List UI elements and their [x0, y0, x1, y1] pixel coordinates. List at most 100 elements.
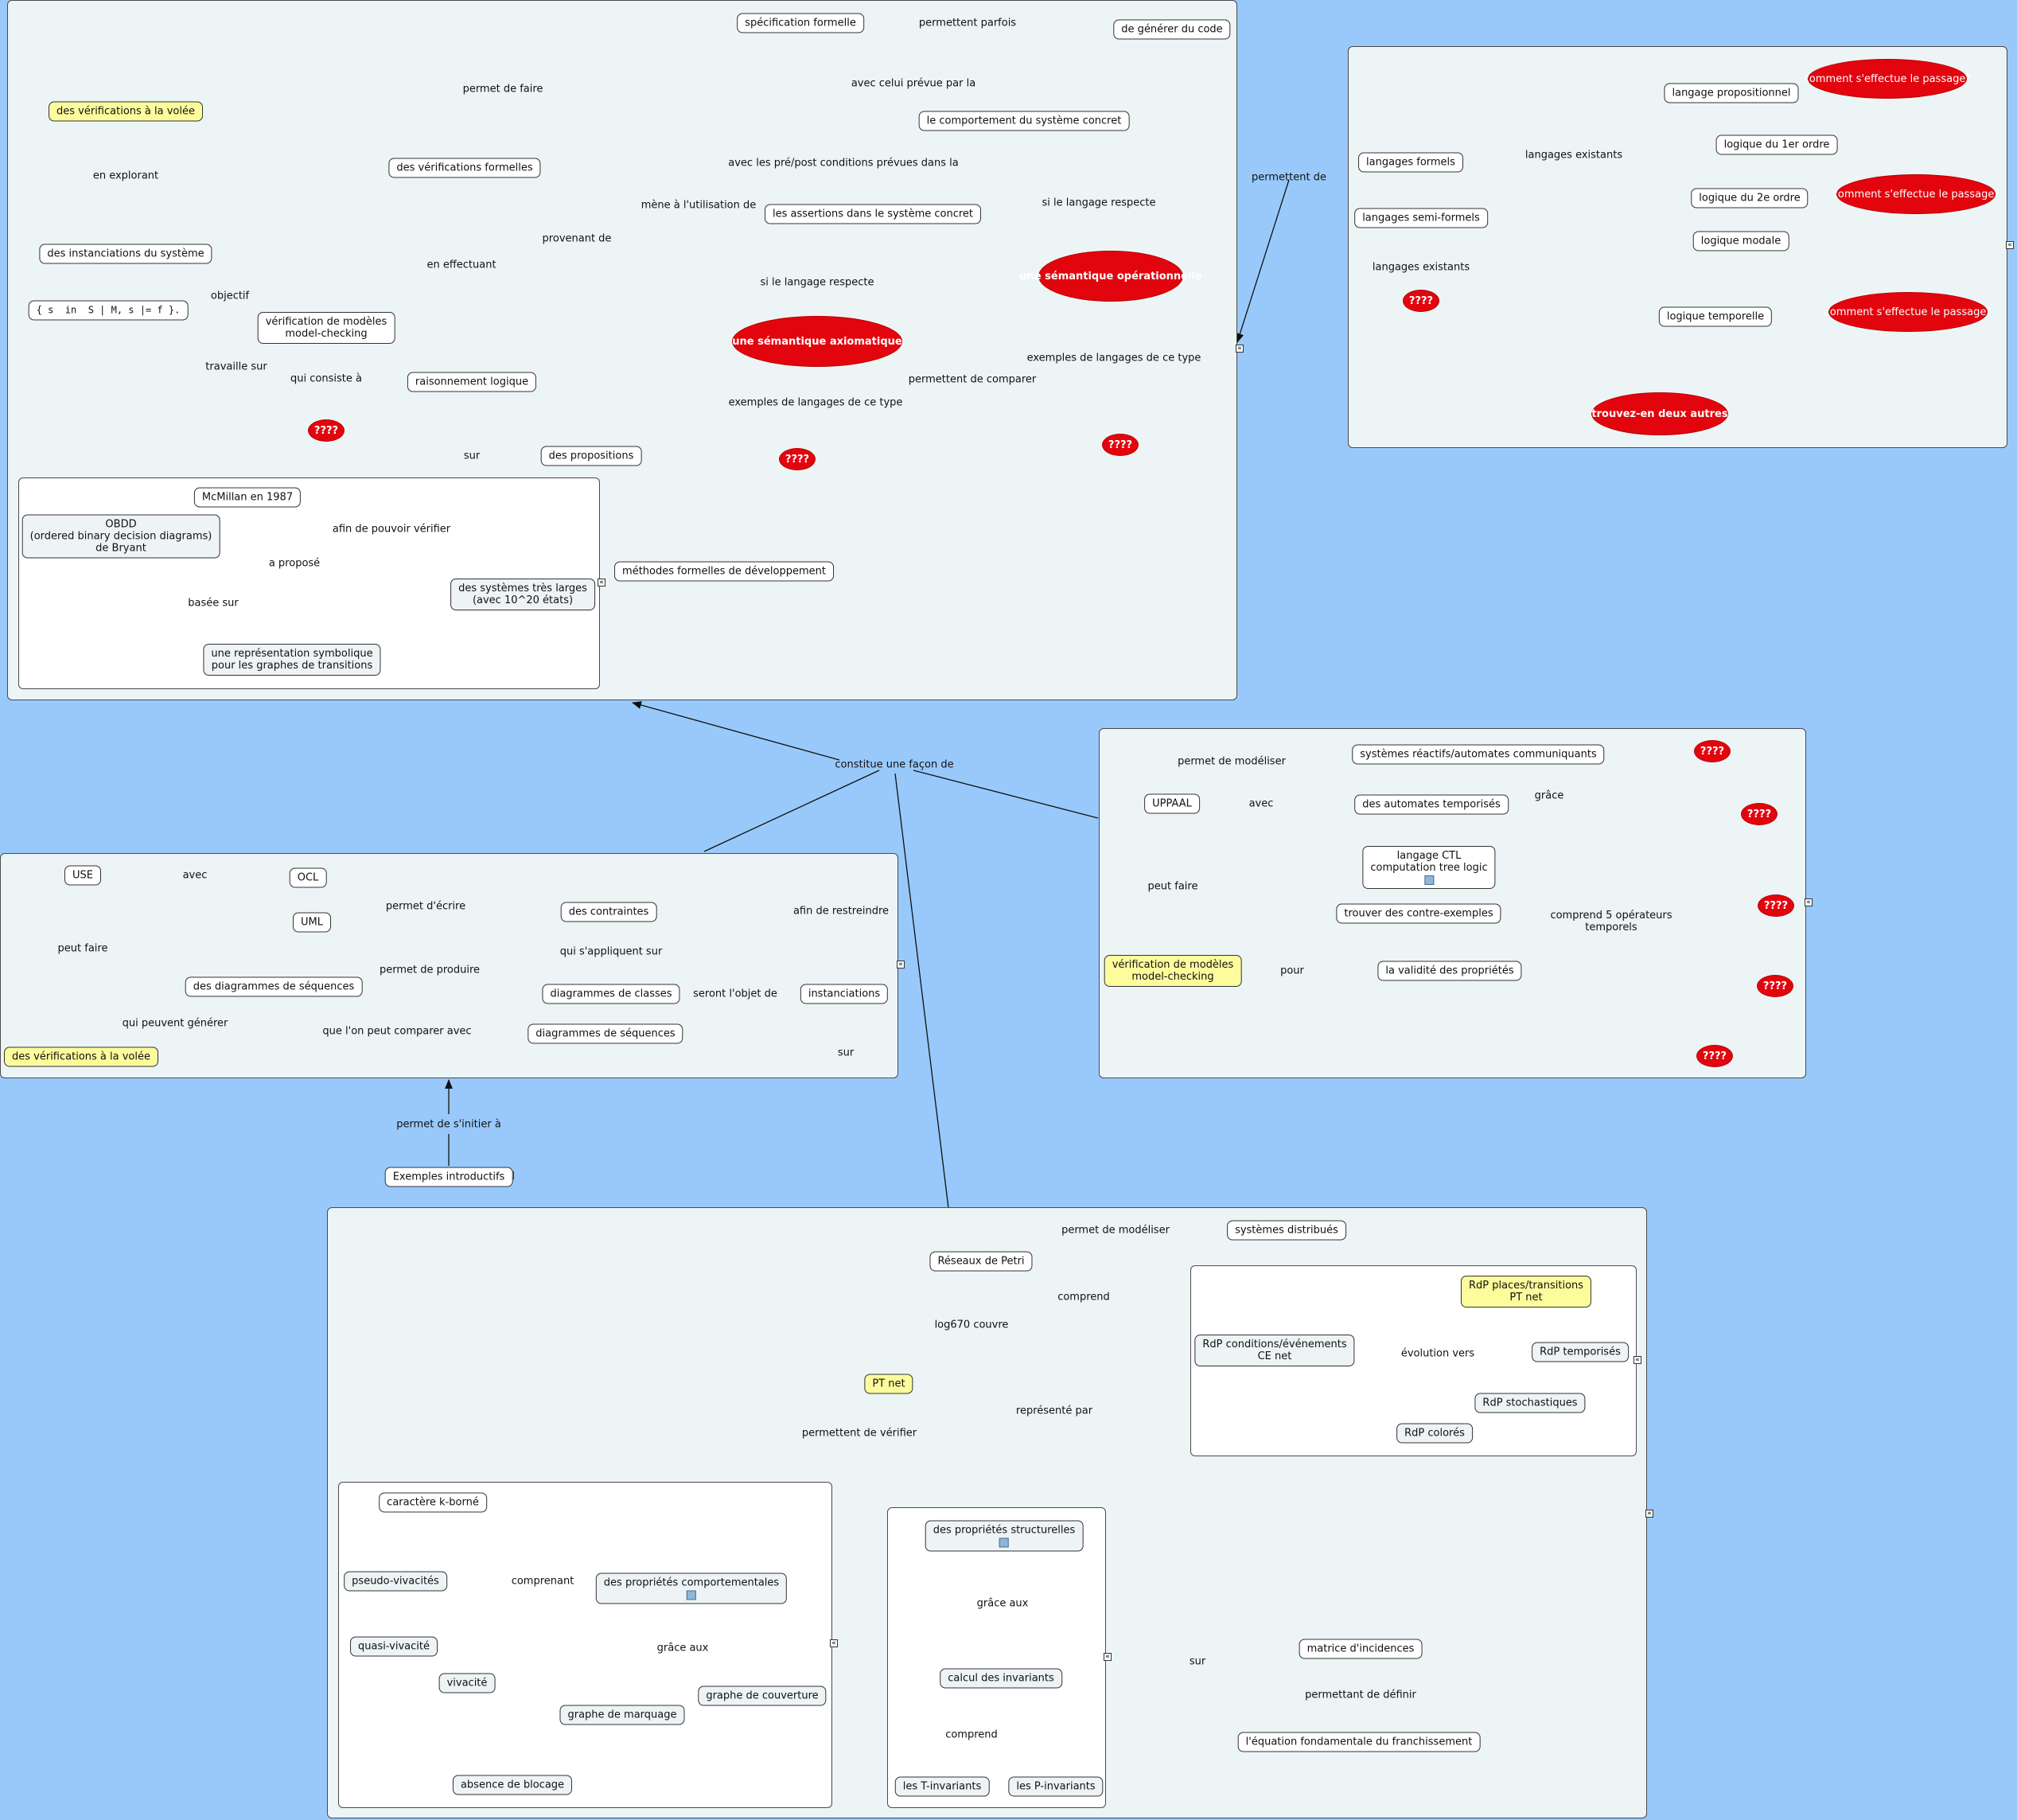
- node-verifications-formelles[interactable]: des vérifications formelles: [388, 158, 541, 178]
- node-question-op-2[interactable]: ????: [1741, 803, 1778, 825]
- node-question-op-1[interactable]: ????: [1694, 740, 1731, 762]
- node-systemes-reactifs[interactable]: systèmes réactifs/automates communiquant…: [1352, 744, 1605, 765]
- node-diagrammes-sequences-2[interactable]: diagrammes de séquences: [528, 1023, 683, 1044]
- collapse-toggle-uml[interactable]: [897, 961, 905, 968]
- node-absence-blocage[interactable]: absence de blocage: [452, 1775, 573, 1795]
- node-question-operationnelle[interactable]: ????: [1102, 434, 1139, 456]
- link-exemples-1: exemples de langages de ce type: [728, 396, 903, 409]
- node-logique-1er-ordre[interactable]: logique du 1er ordre: [1715, 134, 1838, 155]
- node-verification-modeles-uppaal[interactable]: vérification de modèles model-checking: [1104, 955, 1242, 987]
- node-validite-proprietes[interactable]: la validité des propriétés: [1377, 961, 1522, 981]
- node-calcul-invariants[interactable]: calcul des invariants: [940, 1668, 1062, 1689]
- node-methodes-formelles[interactable]: méthodes formelles de développement: [614, 561, 834, 582]
- link-permettent-de: permettent de: [1252, 171, 1326, 184]
- node-systemes-distribues[interactable]: systèmes distribués: [1227, 1220, 1346, 1241]
- node-comment-passage-3[interactable]: comment s'effectue le passage?: [1824, 292, 1992, 332]
- node-assertions[interactable]: les assertions dans le système concret: [764, 204, 982, 224]
- node-comportement[interactable]: le comportement du système concret: [918, 111, 1130, 131]
- node-comment-passage-2[interactable]: comment s'effectue le passage?: [1832, 174, 1999, 214]
- node-use[interactable]: USE: [64, 865, 101, 886]
- node-trouvez-deux-autres[interactable]: trouvez-en deux autres: [1591, 392, 1728, 435]
- node-instanciations[interactable]: instanciations: [800, 984, 889, 1004]
- node-logique-temporelle[interactable]: logique temporelle: [1658, 306, 1773, 327]
- node-raisonnement-logique[interactable]: raisonnement logique: [407, 372, 537, 392]
- node-reseaux-petri[interactable]: Réseaux de Petri: [929, 1251, 1033, 1272]
- node-diagrammes-sequences-1[interactable]: des diagrammes de séquences: [185, 976, 363, 997]
- panel-formal-languages: [1348, 46, 2007, 448]
- link-avec: avec: [182, 869, 208, 882]
- node-langage-ctl[interactable]: langage CTL computation tree logic: [1362, 846, 1496, 889]
- node-obdd[interactable]: OBDD (ordered binary decision diagrams) …: [21, 514, 220, 559]
- node-pt-net[interactable]: PT net: [864, 1374, 913, 1394]
- node-t-invariants[interactable]: les T-invariants: [894, 1776, 990, 1797]
- node-graphe-marquage[interactable]: graphe de marquage: [559, 1705, 685, 1725]
- node-langages-semi-formels[interactable]: langages semi-formels: [1354, 208, 1488, 228]
- calculator-icon[interactable]: [686, 1590, 696, 1600]
- node-k-borne[interactable]: caractère k-borné: [379, 1492, 487, 1513]
- node-question-op-4[interactable]: ????: [1757, 975, 1793, 997]
- node-logique-modale[interactable]: logique modale: [1692, 231, 1789, 251]
- collapse-toggle-petri-variants[interactable]: [1633, 1356, 1641, 1364]
- node-rdp-colores[interactable]: RdP colorés: [1396, 1423, 1473, 1444]
- node-pseudo-vivacites[interactable]: pseudo-vivacités: [344, 1571, 447, 1592]
- link-comprend: comprend: [1057, 1291, 1110, 1304]
- node-propositions[interactable]: des propositions: [540, 446, 642, 466]
- node-graphe-couverture[interactable]: graphe de couverture: [698, 1686, 827, 1706]
- node-instanciations-systeme[interactable]: des instanciations du système: [39, 244, 212, 264]
- node-equation-fondamentale[interactable]: l'équation fondamentale du franchissemen…: [1237, 1732, 1481, 1752]
- node-quasi-vivacite[interactable]: quasi-vivacité: [349, 1636, 438, 1657]
- node-uml[interactable]: UML: [293, 912, 331, 933]
- node-question-op-5[interactable]: ????: [1696, 1045, 1733, 1067]
- link-peut-faire: peut faire: [57, 942, 108, 955]
- node-contraintes[interactable]: des contraintes: [560, 902, 657, 922]
- node-vivacite[interactable]: vivacité: [438, 1673, 496, 1693]
- node-logique-2e-ordre[interactable]: logique du 2e ordre: [1691, 188, 1809, 209]
- node-proprietes-structurelles[interactable]: des propriétés structurelles: [925, 1520, 1084, 1552]
- node-verifications-volee-uml[interactable]: des vérifications à la volée: [4, 1046, 158, 1067]
- collapse-toggle-uppaal[interactable]: [1805, 898, 1813, 906]
- node-p-invariants[interactable]: les P-invariants: [1008, 1776, 1104, 1797]
- link-qui-generer: qui peuvent générer: [122, 1017, 228, 1030]
- node-mcmillan[interactable]: McMillan en 1987: [193, 487, 302, 508]
- node-rdp-stochastiques[interactable]: RdP stochastiques: [1474, 1393, 1586, 1413]
- node-rdp-ce[interactable]: RdP conditions/événements CE net: [1194, 1335, 1355, 1366]
- node-exemples-introductifs[interactable]: Exemples introductifs: [384, 1167, 513, 1187]
- link-en-effectuant: en effectuant: [426, 259, 496, 271]
- node-verifications-volee[interactable]: des vérifications à la volée: [49, 101, 203, 122]
- node-matrice-incidences[interactable]: matrice d'incidences: [1299, 1639, 1423, 1659]
- calculator-icon[interactable]: [999, 1537, 1009, 1548]
- node-question-axiomatique[interactable]: ????: [779, 448, 816, 470]
- collapse-toggle-petri[interactable]: [1645, 1510, 1653, 1518]
- node-diagrammes-classes[interactable]: diagrammes de classes: [542, 984, 680, 1004]
- node-question-semi-formels[interactable]: ????: [1403, 290, 1439, 312]
- collapse-toggle-symbolic[interactable]: [598, 579, 605, 587]
- node-question-op-3[interactable]: ????: [1758, 894, 1794, 917]
- link-objectif: objectif: [210, 290, 250, 302]
- collapse-toggle-structural[interactable]: [1104, 1653, 1112, 1661]
- node-systemes-larges[interactable]: des systèmes très larges (avec 10^20 éta…: [450, 579, 595, 610]
- node-representation-symbolique[interactable]: une représentation symbolique pour les g…: [203, 644, 381, 676]
- node-question-model-checking[interactable]: ????: [308, 419, 345, 442]
- link-grace-aux-2: grâce aux: [976, 1597, 1029, 1610]
- node-semantique-axiomatique[interactable]: une sémantique axiomatique: [732, 316, 902, 367]
- collapse-toggle-langs[interactable]: [2006, 241, 2014, 249]
- node-specification-formelle[interactable]: spécification formelle: [737, 13, 864, 33]
- node-proprietes-comportementales[interactable]: des propriétés comportementales: [595, 1573, 788, 1604]
- collapse-toggle-top[interactable]: [1236, 345, 1244, 353]
- node-ocl[interactable]: OCL: [289, 867, 327, 888]
- node-formula[interactable]: { s in S | M, s |= f }.: [28, 300, 189, 321]
- node-verification-modeles[interactable]: vérification de modèles model-checking: [257, 312, 395, 344]
- node-automates-temporises[interactable]: des automates temporisés: [1354, 794, 1509, 815]
- calculator-icon[interactable]: [1424, 875, 1434, 885]
- node-contre-exemples[interactable]: trouver des contre-exemples: [1336, 903, 1501, 924]
- node-comment-passage-1[interactable]: comment s'effectue le passage?: [1804, 59, 1971, 99]
- node-semantique-operationnelle[interactable]: une sémantique opérationnelle: [1019, 251, 1202, 302]
- link-si-respecte-1: si le langage respecte: [1042, 197, 1156, 209]
- node-rdp-pt[interactable]: RdP places/transitions PT net: [1460, 1276, 1592, 1308]
- collapse-toggle-behavioral[interactable]: [830, 1639, 838, 1647]
- node-uppaal[interactable]: UPPAAL: [1144, 793, 1200, 814]
- node-langages-formels[interactable]: langages formels: [1358, 152, 1463, 173]
- node-generer-code[interactable]: de générer du code: [1113, 19, 1231, 40]
- node-rdp-temporises[interactable]: RdP temporisés: [1532, 1342, 1629, 1362]
- node-langage-propositionnel[interactable]: langage propositionnel: [1664, 83, 1799, 103]
